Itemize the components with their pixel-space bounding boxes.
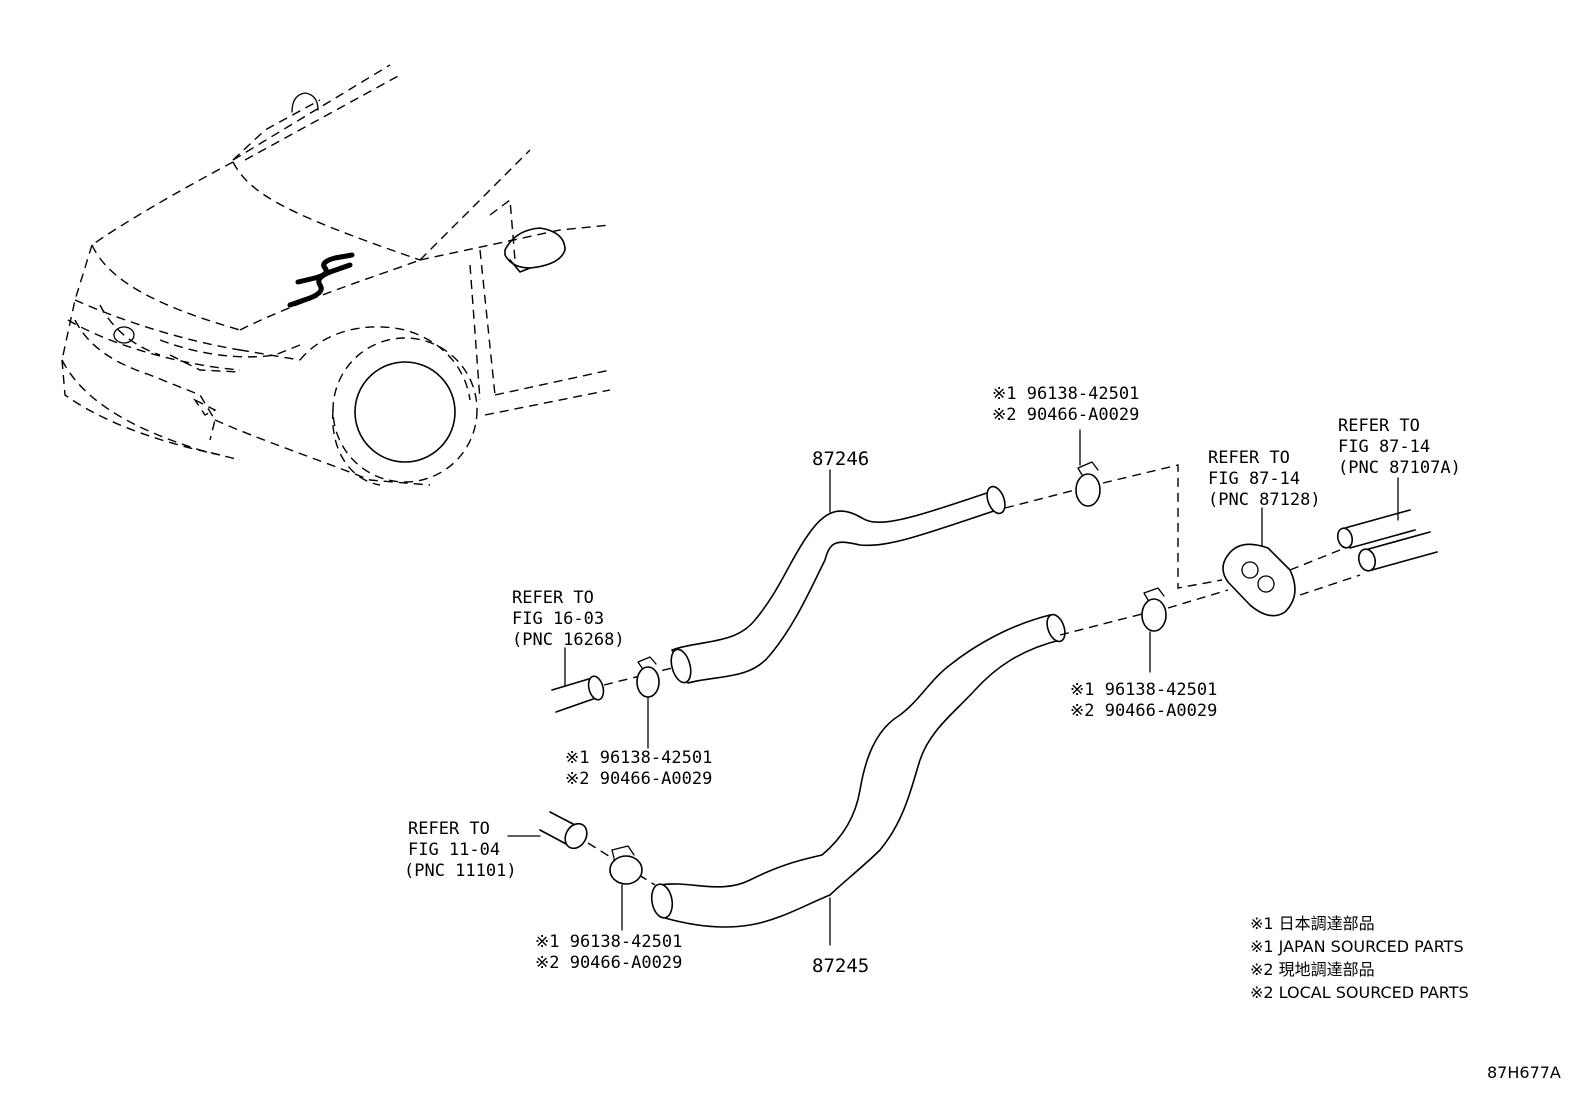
callout-87246: 87246 [812, 448, 869, 470]
ref-16-03-line3: (PNC 16268) [512, 630, 625, 650]
ref-16-03-line1: REFER TO [512, 588, 594, 608]
ref-11-04-line1: REFER TO [408, 819, 490, 839]
hose-87245 [650, 613, 1066, 946]
clip-right-label-2: ※2 90466-A0029 [1070, 701, 1217, 721]
car-outline-illustration [61, 64, 611, 486]
grommet-fig-87-14-87128 [1222, 507, 1296, 617]
ref-87128-line2: FIG 87-14 [1208, 469, 1300, 489]
clip-right [1141, 587, 1167, 673]
legend-line-1: ※1 日本調達部品 [1250, 914, 1375, 933]
clip-left-label-2: ※2 90466-A0029 [565, 769, 712, 789]
ref-87128-line3: (PNC 87128) [1208, 490, 1321, 510]
pipe-fig-11-04 [507, 811, 656, 886]
figure-code: 87H677A [1487, 1063, 1561, 1082]
clip-bottom [609, 845, 643, 931]
legend-line-2: ※1 JAPAN SOURCED PARTS [1250, 937, 1464, 956]
legend-line-4: ※2 LOCAL SOURCED PARTS [1250, 983, 1469, 1002]
clip-top [1075, 429, 1101, 507]
ref-11-04-line2: FIG 11-04 [408, 840, 500, 860]
pipe-fig-87-14-87107a [1336, 477, 1438, 572]
callout-87245: 87245 [812, 955, 869, 977]
dashed-connection-lines [1004, 464, 1361, 636]
clip-left [636, 656, 660, 749]
ref-87107a-line2: FIG 87-14 [1338, 437, 1430, 457]
ref-11-04-line3: (PNC 11101) [404, 861, 517, 881]
clip-right-label-1: ※1 96138-42501 [1070, 680, 1217, 700]
ref-87107a-line1: REFER TO [1338, 416, 1420, 436]
clip-top-label-2: ※2 90466-A0029 [992, 405, 1139, 425]
clip-top-label-1: ※1 96138-42501 [992, 384, 1139, 404]
ref-16-03-line2: FIG 16-03 [512, 609, 604, 629]
hose-87246 [670, 469, 1006, 684]
legend-line-3: ※2 現地調達部品 [1250, 960, 1375, 979]
clip-bottom-label-2: ※2 90466-A0029 [535, 953, 682, 973]
ref-87128-line1: REFER TO [1208, 448, 1290, 468]
ref-87107a-line3: (PNC 87107A) [1338, 458, 1461, 478]
clip-left-label-1: ※1 96138-42501 [565, 748, 712, 768]
clip-bottom-label-1: ※1 96138-42501 [535, 932, 682, 952]
